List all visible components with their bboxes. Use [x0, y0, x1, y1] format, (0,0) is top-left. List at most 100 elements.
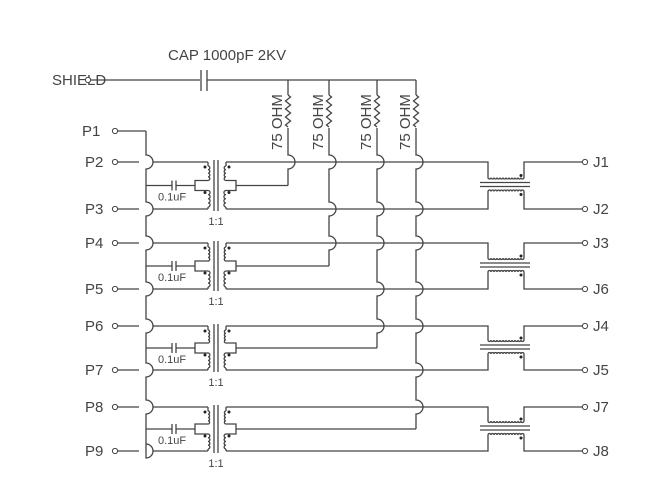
p-pin [111, 239, 119, 247]
secondary-coil-top-icon [223, 410, 227, 425]
resistor-label: 75 OHM [358, 94, 375, 150]
j-pin-label: J2 [593, 201, 609, 218]
polarity-dot [519, 436, 523, 440]
polarity-dot [203, 410, 207, 414]
j-pin-label: J4 [593, 318, 609, 335]
resistor-bus-4 [415, 128, 424, 429]
cmc-coil-bottom-icon [487, 189, 525, 192]
j-pin-label: J1 [593, 154, 609, 171]
cmc-lead-out [523, 325, 582, 340]
p-pin [111, 205, 119, 213]
polarity-dot [227, 165, 231, 169]
secondary-coil-bottom-icon [223, 352, 227, 369]
p-pin-label: P7 [85, 362, 103, 379]
polarity-dot [227, 353, 231, 357]
cmc-lead [486, 325, 489, 340]
p-pin-label: P4 [85, 235, 103, 252]
p-pin-label: P5 [85, 281, 103, 298]
center-tap-bus [145, 131, 154, 459]
j-pin [581, 239, 589, 247]
ct-tap [194, 179, 208, 192]
polarity-dot [203, 271, 207, 275]
shield-pin [84, 76, 92, 84]
p1-pin [111, 127, 119, 135]
resistor-1-icon [284, 94, 292, 128]
resistor-4-icon [412, 94, 420, 128]
j-pin-label: J6 [593, 281, 609, 298]
primary-coil-bottom-icon [207, 189, 211, 208]
polarity-dot [203, 165, 207, 169]
j-pin-label: J3 [593, 235, 609, 252]
p-pin [111, 285, 119, 293]
ratio-label: 1:1 [208, 296, 223, 308]
ct-tap-sec [226, 179, 237, 192]
secondary-coil-bottom-icon [223, 270, 227, 288]
secondary-coil-top-icon [223, 329, 227, 344]
cmc-lead-out [523, 242, 582, 258]
p-pin-label: P1 [82, 123, 100, 140]
polarity-dot [227, 329, 231, 333]
j-pin-label: J5 [593, 362, 609, 379]
p-pin-label: P3 [85, 201, 103, 218]
primary-coil-bottom-icon [207, 352, 211, 369]
j-pin [581, 403, 589, 411]
ct-tap [194, 260, 208, 272]
polarity-dot [519, 254, 523, 258]
polarity-dot [227, 410, 231, 414]
j-pin [581, 322, 589, 330]
polarity-dot [519, 355, 523, 359]
p-pin [111, 322, 119, 330]
polarity-dot [227, 271, 231, 275]
resistor-bus-1 [287, 128, 296, 186]
ct-tap-sec [226, 423, 237, 435]
polarity-dot [227, 191, 231, 194]
resistor-bus-2 [328, 128, 337, 266]
ctap-cap-label: 0.1uF [158, 354, 186, 366]
cmc-coil-bottom-icon [487, 432, 525, 436]
primary-coil-top-icon [207, 410, 211, 425]
cmc-coil-bottom-icon [487, 351, 525, 355]
j-pin [581, 366, 589, 374]
p-pin-label: P8 [85, 399, 103, 416]
ratio-label: 1:1 [208, 216, 223, 228]
polarity-dot [203, 353, 207, 357]
polarity-dot [519, 193, 523, 196]
p-pin-label: P9 [85, 443, 103, 460]
shield-cap-label: CAP 1000pF 2KV [168, 47, 286, 64]
shield-label: SHIELD [52, 72, 106, 89]
polarity-dot [203, 434, 207, 438]
cmc-lead [486, 161, 489, 178]
ctap-cap-label: 0.1uF [158, 192, 186, 204]
polarity-dot [203, 329, 207, 333]
cmc-lead-out [523, 191, 582, 210]
cmc-lead-out [523, 406, 582, 421]
cmc-coil-top-icon [487, 177, 525, 180]
primary-coil-bottom-icon [207, 433, 211, 450]
ratio-label: 1:1 [208, 377, 223, 389]
polarity-dot [519, 417, 523, 421]
ct-tap [194, 342, 208, 354]
p-pin-label: P6 [85, 318, 103, 335]
cmc-lead [486, 242, 489, 258]
j-pin [581, 285, 589, 293]
polarity-dot [203, 191, 207, 194]
cmc-lead [486, 435, 489, 452]
cmc-lead-out [523, 354, 582, 371]
primary-coil-bottom-icon [207, 270, 211, 288]
p-pin-label: P2 [85, 154, 103, 171]
secondary-coil-bottom-icon [223, 433, 227, 450]
secondary-coil-top-icon [223, 246, 227, 262]
cmc-lead [486, 272, 489, 290]
cmc-lead [486, 354, 489, 371]
ct-tap-sec [226, 342, 237, 354]
cmc-lead-out [523, 272, 582, 290]
resistor-2-icon [325, 94, 333, 128]
primary-coil-top-icon [207, 329, 211, 344]
j-pin-label: J8 [593, 443, 609, 460]
ctap-cap-label: 0.1uF [158, 435, 186, 447]
cmc-lead [486, 191, 489, 210]
polarity-dot [519, 273, 523, 277]
